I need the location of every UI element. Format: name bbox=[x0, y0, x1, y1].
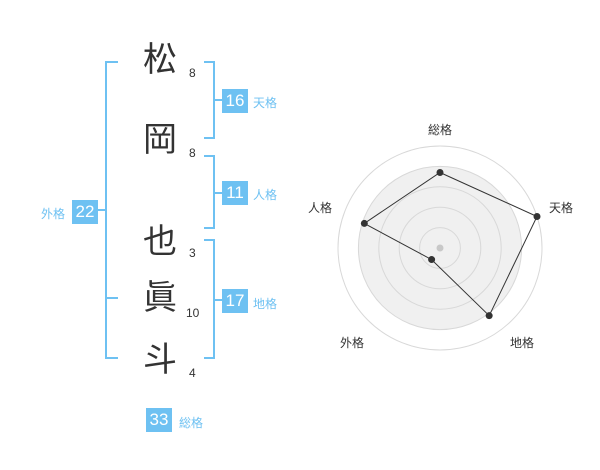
name-char-5: 斗 bbox=[143, 340, 177, 380]
radar-grid-ring bbox=[337, 145, 543, 351]
gaikaku-badge: 22 bbox=[72, 200, 98, 224]
jinkaku-label: 人格 bbox=[253, 188, 278, 202]
radar-point-1 bbox=[436, 169, 444, 177]
radar-axis-label-chikaku: 地格 bbox=[510, 335, 534, 350]
radar-point-2 bbox=[533, 212, 541, 220]
tenkaku-badge: 16 bbox=[222, 89, 248, 113]
radar-axis-label-jinkaku: 人格 bbox=[308, 200, 332, 215]
stroke-count-4: 10 bbox=[186, 306, 200, 320]
radar-grid-ring bbox=[378, 186, 502, 310]
radar-center-dot bbox=[436, 244, 444, 252]
name-char-2: 岡 bbox=[143, 120, 177, 160]
radar-point-3 bbox=[485, 312, 493, 320]
jinkaku-badge: 11 bbox=[222, 181, 248, 205]
stroke-count-1: 8 bbox=[189, 66, 196, 80]
stroke-count-5: 4 bbox=[189, 366, 196, 380]
radar-point-4 bbox=[428, 256, 436, 264]
radar-axis-label-soukaku: 総格 bbox=[428, 122, 452, 137]
soukaku-badge: 33 bbox=[146, 408, 172, 432]
radar-data-points bbox=[360, 169, 541, 320]
chikaku-badge: 17 bbox=[222, 289, 248, 313]
radar-point-5 bbox=[360, 219, 368, 227]
name-char-1: 松 bbox=[143, 40, 177, 80]
name-char-3: 也 bbox=[143, 222, 177, 262]
name-char-4: 眞 bbox=[143, 278, 177, 318]
gaikaku-label: 外格 bbox=[41, 207, 66, 221]
radar-axis-label-tenkaku: 天格 bbox=[549, 200, 573, 215]
tenkaku-label: 天格 bbox=[253, 96, 278, 110]
radar-axis-label-gaikaku: 外格 bbox=[340, 335, 364, 350]
radar-data-polygon bbox=[363, 171, 538, 317]
soukaku-label: 総格 bbox=[179, 416, 204, 430]
radar-grid-ring bbox=[398, 206, 482, 290]
stroke-count-3: 3 bbox=[189, 246, 196, 260]
chikaku-label: 地格 bbox=[253, 297, 278, 311]
stroke-count-2: 8 bbox=[189, 146, 196, 160]
